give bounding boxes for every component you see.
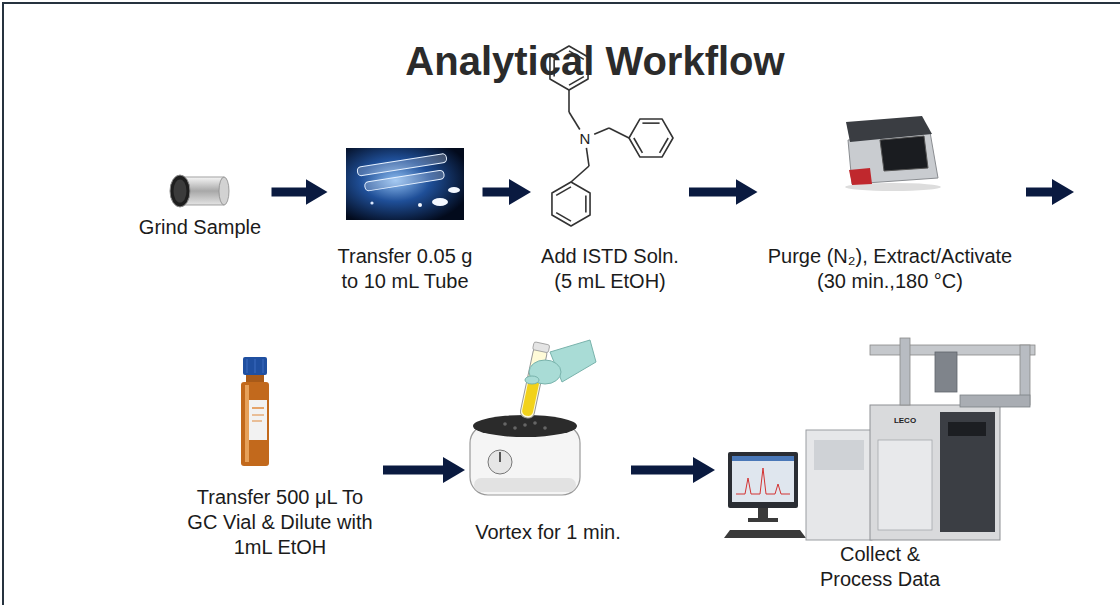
gc-instrument-part [732, 456, 794, 502]
gc-vial-part [249, 400, 267, 440]
flow-arrow [631, 466, 694, 475]
vortex-mixer-part [503, 422, 507, 426]
vortex-mixer-part-part [533, 342, 550, 353]
chemical-structure-part [585, 195, 587, 212]
gc-instrument-part [870, 405, 1000, 540]
gc-vial-part [252, 407, 264, 409]
process-step: Add ISTD Soln. (5 mL EtOH) [536, 28, 684, 298]
step-caption: Vortex for 1 min. [474, 520, 622, 545]
brand-label: LECO [893, 417, 917, 425]
extraction-instrument [845, 116, 941, 191]
gc-vial-part [246, 375, 264, 383]
gc-instrument-part [806, 430, 872, 540]
chemical-structure-part [594, 128, 609, 134]
continuation-arrow-part [1052, 179, 1074, 205]
vortex-mixer-part [533, 421, 537, 425]
tube-photo-part [346, 148, 464, 220]
gc-instrument-part [948, 422, 986, 436]
gc-vial-part [243, 357, 267, 375]
vortex-mixer-part [513, 426, 517, 430]
gc-instrument-part [940, 412, 995, 532]
continuation-arrow [1026, 179, 1074, 205]
gc-instrument-part [748, 518, 778, 522]
gc-instrument-part [758, 508, 768, 518]
gc-instrument-part [732, 456, 794, 461]
chemical-structure-part [634, 138, 643, 153]
grinding-jar-part [174, 180, 187, 203]
vortex-mixer [470, 340, 596, 495]
step-caption: Grind Sample [138, 215, 263, 240]
gc-vial-part [255, 359, 256, 373]
tube-photo [346, 148, 464, 220]
gc-instrument-part [814, 440, 864, 470]
tube-photo-part [357, 153, 450, 192]
gc-instrument-part [935, 352, 957, 392]
extraction-instrument-part [849, 168, 872, 185]
step-caption: Purge (N₂), Extract/Activate (30 min.,18… [767, 244, 1014, 294]
process-step: Vortex for 1 min. [470, 350, 626, 549]
tube-photo-part [448, 187, 460, 193]
step-caption: Collect & Process Data [819, 542, 942, 592]
gc-vial-part [252, 415, 264, 416]
gc-vial-part [263, 359, 264, 373]
gc-vial [241, 357, 269, 466]
chemical-structure-part [629, 119, 673, 157]
gc-vial-part [241, 382, 269, 466]
tube-photo-part [370, 201, 373, 204]
vortex-mixer-part [473, 415, 577, 437]
chemical-structure-part [660, 138, 669, 153]
chemical-structure-part [609, 128, 629, 138]
flow-arrow [689, 188, 737, 197]
grinding-jar-part [170, 175, 190, 207]
gc-vial-part [252, 421, 262, 422]
flow-arrow [383, 466, 444, 475]
gc-instrument-part [878, 440, 932, 530]
process-step: Grind Sample [134, 160, 267, 244]
chemical-structure-part [552, 182, 590, 226]
chemical-structure-part [556, 213, 571, 222]
tube-photo-part [432, 198, 448, 206]
grinding-jar-part [219, 177, 229, 205]
vortex-mixer-part [474, 478, 576, 492]
vortex-mixer-part [525, 376, 539, 384]
continuation-arrow-part [1026, 188, 1053, 197]
chemical-structure-part [569, 112, 580, 130]
process-step: Collect & Process Data [720, 330, 1040, 596]
diagram-title: Analytical Workflow [405, 38, 784, 84]
tube-photo-part-part [364, 170, 444, 191]
gc-instrument-part [736, 468, 790, 494]
flow-arrow [272, 188, 307, 197]
process-step: Transfer 0.05 g to 10 mL Tube [333, 140, 478, 298]
frame-border [3, 3, 1120, 605]
chemical-structure-part [571, 166, 589, 182]
flow-arrow [483, 188, 511, 197]
vortex-mixer-part [523, 423, 527, 427]
chemical-structure-part [568, 90, 570, 112]
gc-vial-part [247, 359, 248, 373]
process-step: Purge (N₂), Extract/Activate (30 min.,18… [763, 110, 1018, 298]
vortex-mixer-part [499, 452, 501, 462]
atom-label: N [579, 131, 592, 146]
step-caption: Add ISTD Soln. (5 mL EtOH) [540, 244, 680, 294]
gc-instrument-part [900, 338, 910, 405]
tube-photo-part [418, 203, 422, 207]
step-caption: Transfer 0.05 g to 10 mL Tube [337, 244, 474, 294]
process-step: Transfer 500 μL To GC Vial & Dilute with… [182, 350, 378, 564]
gc-instrument-part [728, 452, 798, 508]
gc-instrument-part [960, 395, 1030, 407]
chemical-structure-part [556, 187, 571, 196]
gc-instrument-part [724, 530, 806, 538]
step-caption: Transfer 500 μL To GC Vial & Dilute with… [186, 485, 374, 560]
gc-vial-part [245, 385, 249, 462]
vortex-mixer-part [488, 450, 512, 474]
vortex-mixer-part [543, 426, 547, 430]
chemical-structure-part [642, 122, 659, 124]
grinding-jar [170, 175, 229, 207]
chemical-structure-part [586, 148, 589, 166]
gc-instrument [724, 338, 1035, 540]
extraction-instrument-part [880, 136, 928, 171]
